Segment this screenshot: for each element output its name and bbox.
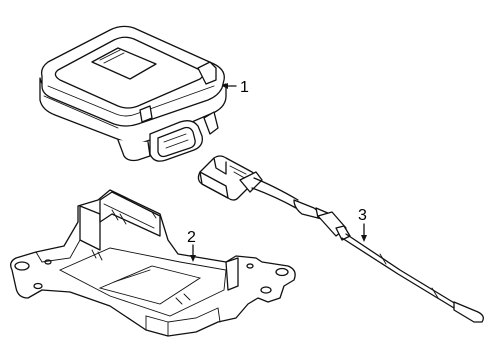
callout-label-3: 3 (358, 207, 367, 224)
part-1-module (39, 25, 227, 162)
callout-label-2: 2 (187, 229, 196, 246)
arrowhead-2 (190, 255, 196, 262)
callout-3: 3 (358, 207, 367, 242)
arrowhead-3 (361, 235, 367, 242)
part-2-bracket (10, 189, 296, 337)
callout-2: 2 (187, 229, 196, 262)
callout-label-1: 1 (240, 79, 249, 96)
part-3-harness (197, 155, 484, 323)
callout-1: 1 (222, 79, 249, 96)
arrowhead-1 (222, 83, 228, 89)
